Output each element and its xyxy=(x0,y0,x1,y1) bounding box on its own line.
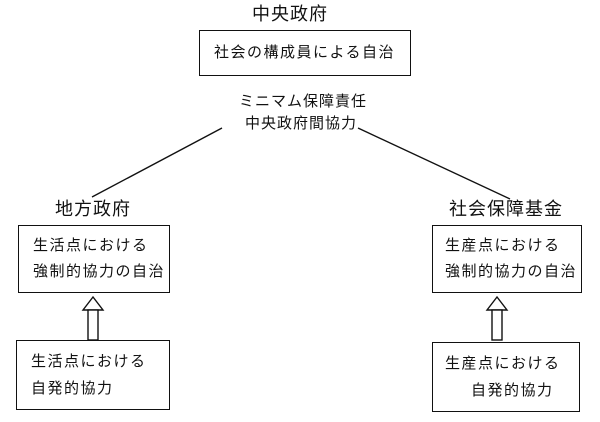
social-security-fund-title: 社会保障基金 xyxy=(449,199,563,220)
social-lower-box: 生産点における 自発的協力 xyxy=(432,342,580,412)
social-lower-line2: 自発的協力 xyxy=(471,381,554,399)
local-lower-box: 生活点における 自発的協力 xyxy=(16,340,170,410)
social-upper-line2: 強制的協力の自治 xyxy=(445,262,578,280)
central-government-box: 社会の構成員による自治 xyxy=(199,30,411,76)
hollow-arrow-up-icon xyxy=(485,295,509,341)
local-government-title: 地方政府 xyxy=(55,199,131,220)
local-upper-box: 生活点における 強制的協力の自治 xyxy=(18,225,170,293)
minimum-guarantee-label: ミニマム保障責任 xyxy=(239,92,368,110)
local-lower-line2: 自発的協力 xyxy=(31,379,114,397)
local-upper-line2: 強制的協力の自治 xyxy=(33,262,166,280)
social-upper-box: 生産点における 強制的協力の自治 xyxy=(432,225,582,293)
connector-central-to-local xyxy=(91,127,223,198)
central-government-title: 中央政府 xyxy=(252,4,328,25)
inter-government-cooperation-label: 中央政府間協力 xyxy=(245,114,358,132)
central-box-text: 社会の構成員による自治 xyxy=(214,43,396,61)
local-upper-line1: 生活点における xyxy=(33,236,149,254)
connector-central-to-social xyxy=(357,127,511,200)
social-upper-line1: 生産点における xyxy=(445,236,561,254)
hollow-arrow-up-icon xyxy=(81,295,105,341)
local-lower-line1: 生活点における xyxy=(31,352,147,370)
social-lower-line1: 生産点における xyxy=(445,354,561,372)
